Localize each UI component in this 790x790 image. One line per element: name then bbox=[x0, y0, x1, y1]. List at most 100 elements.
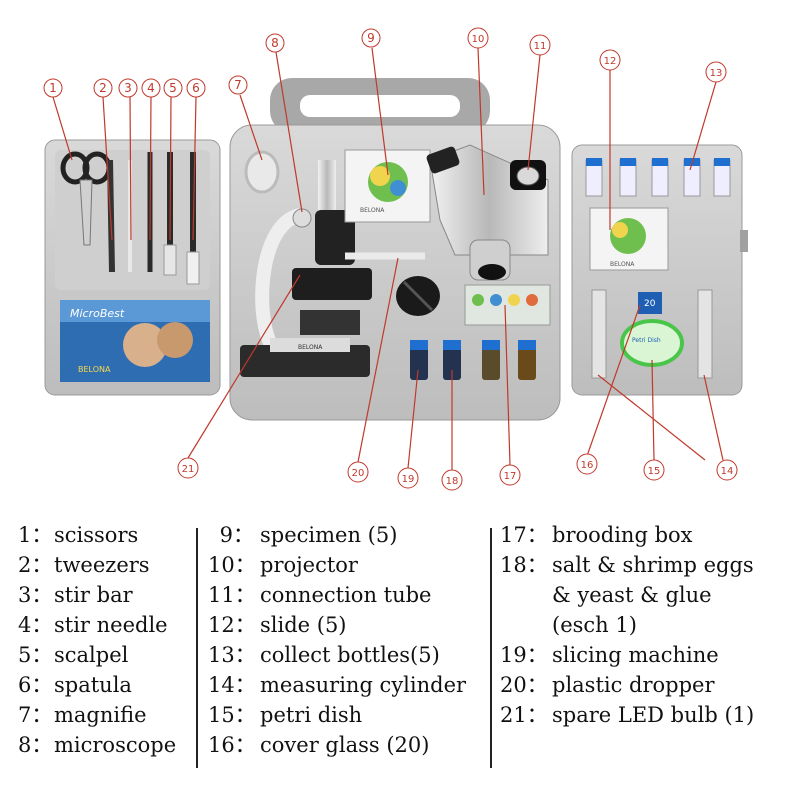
parts-column-1: 1：scissors 2：tweezers 3：stir bar 4：stir … bbox=[18, 520, 198, 760]
part-item-15: 15：petri dish bbox=[208, 700, 493, 730]
svg-text:13: 13 bbox=[710, 68, 723, 79]
microbest-logo: BELONA bbox=[78, 365, 111, 374]
svg-text:BELONA: BELONA bbox=[610, 261, 635, 268]
part-label: connection tube bbox=[260, 583, 432, 607]
part-label: measuring cylinder bbox=[260, 673, 467, 697]
part-item-4: 4：stir needle bbox=[18, 610, 198, 640]
svg-text:20: 20 bbox=[352, 468, 365, 479]
part-item-18: 18：salt & shrimp eggs & yeast & glue (es… bbox=[500, 550, 790, 640]
part-label: collect bottles(5) bbox=[260, 643, 440, 667]
case-handle bbox=[270, 78, 490, 133]
slicing-machine-image bbox=[396, 276, 440, 316]
svg-text:8: 8 bbox=[271, 36, 279, 50]
part-item-2: 2：tweezers bbox=[18, 550, 198, 580]
right-case-panel: BELONA 20 Petri Dish bbox=[571, 144, 748, 396]
cover-glass-count: 20 bbox=[644, 299, 656, 309]
parts-list: 1：scissors 2：tweezers 3：stir bar 4：stir … bbox=[0, 520, 790, 780]
part-label: stir needle bbox=[54, 613, 168, 637]
part-item-17: 17：brooding box bbox=[500, 520, 790, 550]
slide-box-image: BELONA bbox=[589, 207, 669, 271]
svg-text:3: 3 bbox=[124, 81, 132, 95]
part-item-12: 12：slide (5) bbox=[208, 610, 493, 640]
magnifier-image bbox=[244, 150, 280, 194]
svg-text:19: 19 bbox=[402, 474, 415, 485]
part-label: salt & shrimp eggs & yeast & glue (esch … bbox=[552, 553, 754, 637]
parts-column-2: 9：specimen (5) 10：projector 11：connectio… bbox=[208, 520, 493, 760]
microbest-box: MicroBest BELONA bbox=[60, 300, 210, 382]
column-divider bbox=[196, 528, 198, 768]
small-bottles-image bbox=[410, 340, 536, 380]
part-label: magnifie bbox=[54, 703, 147, 727]
callout-3: 3 bbox=[118, 78, 138, 98]
brooding-box-image bbox=[464, 284, 551, 326]
part-item-8: 8：microscope bbox=[18, 730, 198, 760]
part-label: plastic dropper bbox=[552, 673, 715, 697]
svg-text:16: 16 bbox=[581, 460, 594, 471]
cover-glass-image: 20 bbox=[638, 292, 662, 314]
callout-20: 20 bbox=[347, 461, 369, 483]
svg-text:9: 9 bbox=[367, 31, 375, 45]
part-label: stir bar bbox=[54, 583, 133, 607]
part-label: scissors bbox=[54, 523, 139, 547]
part-item-10: 10：projector bbox=[208, 550, 493, 580]
part-item-6: 6：spatula bbox=[18, 670, 198, 700]
part-item-11: 11：connection tube bbox=[208, 580, 493, 610]
svg-text:12: 12 bbox=[604, 56, 617, 67]
callout-12: 12 bbox=[599, 49, 621, 71]
specimen-box: BELONA bbox=[344, 149, 431, 223]
callout-8: 8 bbox=[265, 33, 285, 53]
callout-17: 17 bbox=[499, 464, 521, 486]
part-item-3: 3：stir bar bbox=[18, 580, 198, 610]
part-item-1: 1：scissors bbox=[18, 520, 198, 550]
svg-text:1: 1 bbox=[49, 81, 57, 95]
svg-text:15: 15 bbox=[648, 466, 661, 477]
callout-leaders bbox=[52, 47, 724, 470]
callout-13: 13 bbox=[705, 61, 727, 83]
callout-6: 6 bbox=[186, 78, 206, 98]
part-label: projector bbox=[260, 553, 358, 577]
svg-text:11: 11 bbox=[534, 41, 547, 52]
svg-text:21: 21 bbox=[182, 464, 195, 475]
part-item-19: 19：slicing machine bbox=[500, 640, 790, 670]
microscope-logo: BELONA bbox=[298, 344, 323, 351]
callout-19: 19 bbox=[397, 467, 419, 489]
svg-text:5: 5 bbox=[169, 81, 177, 95]
svg-text:18: 18 bbox=[446, 476, 459, 487]
svg-text:BELONA: BELONA bbox=[360, 207, 385, 214]
petri-dish-label: Petri Dish bbox=[632, 337, 661, 344]
microscope-image: BELONA bbox=[240, 160, 372, 377]
callout-21: 21 bbox=[177, 457, 199, 479]
part-label: microscope bbox=[54, 733, 177, 757]
part-item-9: 9：specimen (5) bbox=[208, 520, 493, 550]
svg-text:2: 2 bbox=[99, 81, 107, 95]
svg-text:10: 10 bbox=[472, 34, 485, 45]
part-label: spare LED bulb (1) bbox=[552, 703, 755, 727]
part-label: cover glass (20) bbox=[260, 733, 430, 757]
microbest-brand: MicroBest bbox=[70, 307, 125, 320]
svg-text:6: 6 bbox=[192, 81, 200, 95]
svg-text:4: 4 bbox=[147, 81, 155, 95]
svg-text:17: 17 bbox=[504, 471, 517, 482]
callout-10: 10 bbox=[467, 27, 489, 49]
parts-column-3: 17：brooding box 18：salt & shrimp eggs & … bbox=[500, 520, 790, 730]
column-divider bbox=[490, 528, 492, 768]
part-label: slide (5) bbox=[260, 613, 347, 637]
part-item-16: 16：cover glass (20) bbox=[208, 730, 493, 760]
callout-16: 16 bbox=[576, 453, 598, 475]
callout-7: 7 bbox=[228, 75, 248, 95]
callout-4: 4 bbox=[141, 78, 161, 98]
product-kit-illustration: MicroBest BELONA BELONA bbox=[43, 27, 748, 491]
petri-dish-image: Petri Dish bbox=[620, 319, 684, 367]
callout-9: 9 bbox=[361, 28, 381, 48]
collect-bottles-image bbox=[585, 158, 731, 197]
part-item-14: 14：measuring cylinder bbox=[208, 670, 493, 700]
callout-11: 11 bbox=[529, 34, 551, 56]
part-item-7: 7：magnifie bbox=[18, 700, 198, 730]
callout-1: 1 bbox=[43, 78, 63, 98]
part-label: petri dish bbox=[260, 703, 363, 727]
part-item-5: 5：scalpel bbox=[18, 640, 198, 670]
svg-text:7: 7 bbox=[234, 78, 242, 92]
callout-15: 15 bbox=[643, 459, 665, 481]
callout-14: 14 bbox=[716, 459, 738, 481]
part-item-21: 21：spare LED bulb (1) bbox=[500, 700, 790, 730]
